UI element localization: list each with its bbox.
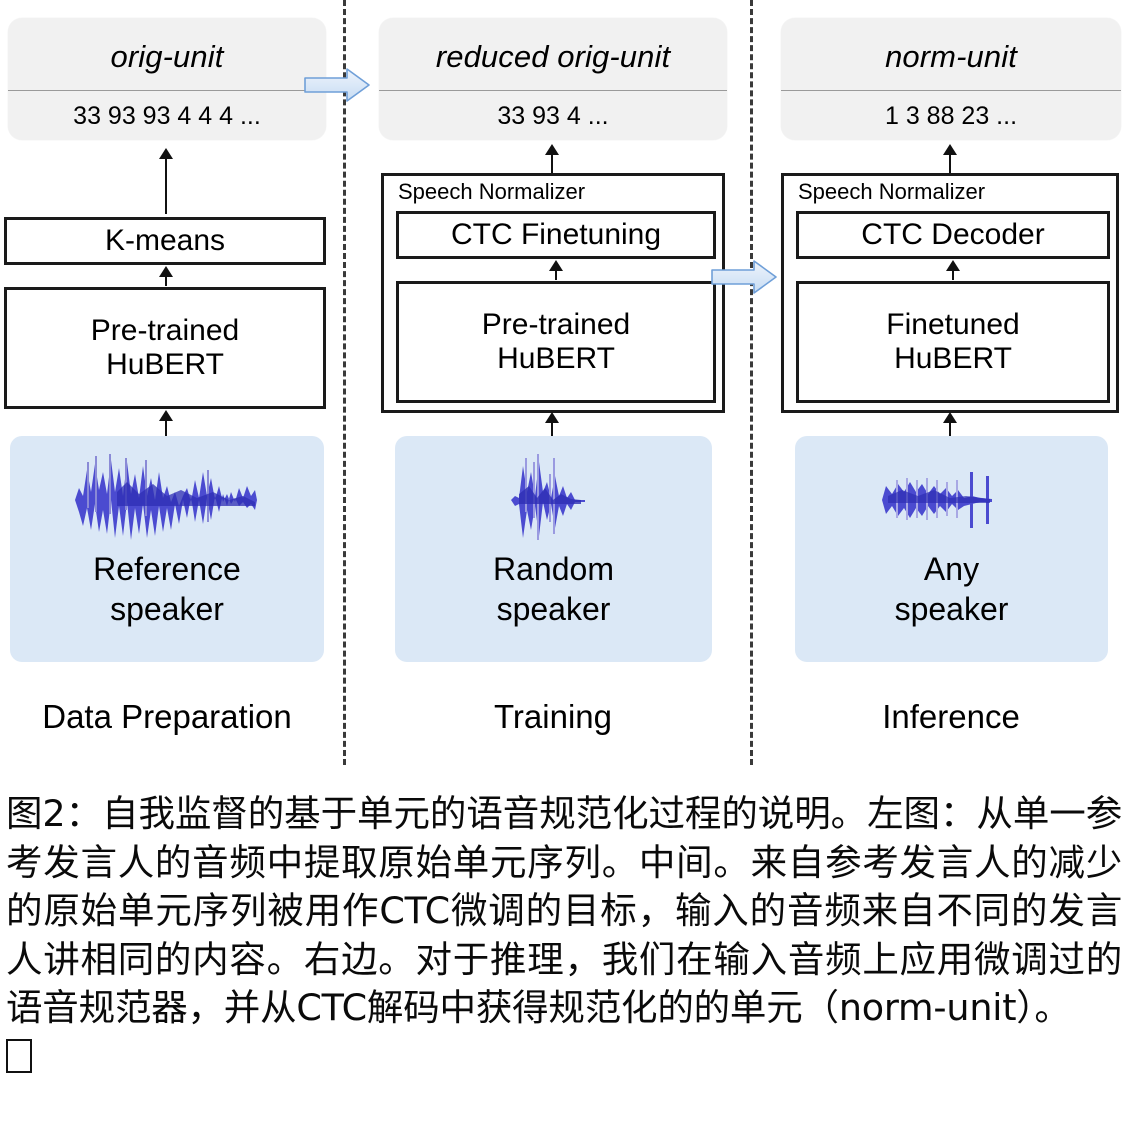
column-divider-2 [750,0,753,765]
column-training: reduced orig-unit 33 93 4 ... Speech Nor… [375,0,731,775]
box-ctc-finetuning: CTC Finetuning [396,211,716,259]
column-divider-1 [343,0,346,765]
figure-caption-text: 图2：自我监督的基于单元的语音规范化过程的说明。左图：从单一参考发言人的音频中提… [6,792,1122,1030]
arrow-normalizer-to-norm-unit [940,144,960,174]
stage-label-training: Training [494,698,612,735]
missing-glyph-box [6,1038,32,1073]
block-arrow-prep-to-training [303,66,371,104]
speaker-label-any: Any speaker [894,551,1009,627]
reduced-orig-unit-title: reduced orig-unit [435,39,671,74]
column-inference: norm-unit 1 3 88 23 ... Speech Normalize… [777,0,1125,775]
speaker-card-random: Random speaker [395,436,712,662]
speech-normalizer-inference: Speech Normalizer CTC Decoder Finetuned … [781,173,1119,413]
arrow-normalizer-to-reduced-unit [542,144,562,174]
arrow-speaker-to-normalizer-inference [940,412,960,438]
audio-waveform-icon [10,450,324,550]
column-data-preparation: orig-unit 33 93 93 4 4 4 ... K-means Pre… [4,0,330,775]
orig-unit-sequence: 33 93 93 4 4 4 ... [73,102,261,130]
box-ctc-decoder-label: CTC Decoder [861,218,1045,252]
arrow-speaker-to-hubert-left [156,410,176,436]
block-arrow-training-to-inference [710,258,778,296]
orig-unit-card: orig-unit 33 93 93 4 4 4 ... [8,18,326,140]
speaker-card-reference: Reference speaker [10,436,324,662]
arrow-kmeans-to-orig-unit [156,148,176,214]
norm-unit-card: norm-unit 1 3 88 23 ... [781,18,1121,140]
speech-normalizer-training: Speech Normalizer CTC Finetuning Pre-tra… [381,173,725,413]
box-pre-trained-hubert-middle: Pre-trained HuBERT [396,281,716,403]
norm-unit-title: norm-unit [885,39,1017,74]
arrow-hubert-to-ctc-decoder [943,260,963,280]
box-finetuned-hubert-label: Finetuned HuBERT [886,308,1020,375]
box-finetuned-hubert: Finetuned HuBERT [796,281,1110,403]
figure-caption: 图2：自我监督的基于单元的语音规范化过程的说明。左图：从单一参考发言人的音频中提… [0,790,1128,1081]
speaker-card-any: Any speaker [795,436,1108,662]
unit-card-divider [781,90,1121,91]
speaker-label-random: Random speaker [493,551,614,627]
box-pre-trained-hubert-left-label: Pre-trained HuBERT [90,314,240,381]
reduced-orig-unit-card: reduced orig-unit 33 93 4 ... [379,18,727,140]
audio-waveform-icon [795,450,1108,550]
unit-card-divider [8,90,326,91]
figure-diagram: orig-unit 33 93 93 4 4 4 ... K-means Pre… [4,0,1125,775]
audio-waveform-icon [395,450,712,550]
orig-unit-title: orig-unit [110,39,224,74]
arrow-hubert-to-kmeans [156,266,176,286]
box-k-means-label: K-means [104,224,226,258]
box-ctc-finetuning-label: CTC Finetuning [450,218,662,252]
box-pre-trained-hubert-left: Pre-trained HuBERT [4,287,326,409]
speaker-label-reference: Reference speaker [93,551,241,627]
box-ctc-decoder: CTC Decoder [796,211,1110,259]
norm-unit-sequence: 1 3 88 23 ... [884,102,1018,130]
box-pre-trained-hubert-middle-label: Pre-trained HuBERT [481,308,631,375]
arrow-speaker-to-normalizer-training [542,412,562,438]
stage-label-inference: Inference [882,698,1020,735]
reduced-orig-unit-sequence: 33 93 4 ... [497,102,609,130]
unit-card-divider [379,90,727,91]
speech-normalizer-label-inference: Speech Normalizer [798,179,986,204]
speech-normalizer-label-training: Speech Normalizer [398,179,586,204]
arrow-hubert-to-ctc-finetuning [546,260,566,280]
box-k-means: K-means [4,217,326,265]
stage-label-data-preparation: Data Preparation [42,698,292,735]
